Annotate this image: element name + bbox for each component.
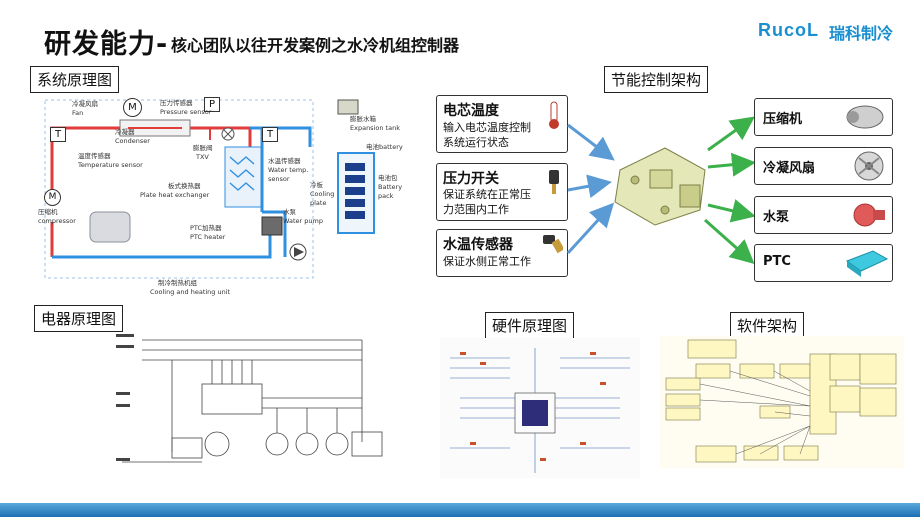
water-temp-symbol: T — [262, 127, 278, 142]
label-wts-en1: Water temp. — [268, 166, 309, 174]
output-compressor: 压缩机 — [754, 98, 893, 136]
output-label: 水泵 — [763, 210, 790, 225]
label-phe-en: Plate heat exchanger — [140, 191, 210, 199]
label-tank-cn: 膨胀水箱 — [350, 115, 376, 123]
control-desc: 保证水侧正常工作 — [443, 255, 531, 268]
label-fan-en: Fan — [72, 109, 84, 117]
output-ptc: PTC — [754, 244, 893, 282]
control-desc: 输入电芯温度控制 — [443, 121, 531, 134]
label-txv-en: TXV — [196, 153, 209, 161]
software-architecture-diagram — [660, 336, 904, 468]
section-label-electrical: 电器原理图 — [34, 305, 124, 332]
output-label: PTC — [763, 254, 791, 269]
label-phe-cn: 板式换热器 — [168, 182, 201, 190]
label-plate-en2: plate — [310, 199, 327, 207]
compressor-icon — [846, 105, 884, 129]
label-battery-en1: Battery — [378, 183, 403, 191]
label-temp-en: Temperature sensor — [78, 161, 143, 169]
output-label: 冷凝风扇 — [763, 161, 816, 176]
control-desc: 力范围内工作 — [443, 203, 509, 216]
label-condenser-cn: 冷凝器 — [115, 128, 135, 136]
label-pump-cn: 水泵 — [283, 208, 296, 216]
label-battery-cn: 电池包 — [378, 174, 398, 182]
label-wts-en2: sensor — [268, 175, 290, 183]
label-compressor-cn: 压缩机 — [38, 208, 58, 216]
label-unit-en: Cooling and heating unit — [150, 288, 231, 296]
page-title: 研发能力- — [44, 29, 169, 60]
temp-symbol: T — [50, 127, 66, 142]
control-input-water-temp: 水温传感器 保证水侧正常工作 — [436, 229, 568, 277]
output-water-pump: 水泵 — [754, 196, 893, 234]
control-desc: 系统运行状态 — [443, 136, 509, 149]
label-compressor-en: compressor — [38, 217, 76, 225]
control-title: 电芯温度 — [443, 103, 499, 119]
control-input-cell-temp: 电芯温度 输入电芯温度控制 系统运行状态 — [436, 95, 568, 153]
footer-bar — [0, 503, 920, 517]
control-flow-arrows — [566, 116, 756, 264]
label-condenser-en: Condenser — [115, 137, 150, 145]
ptc-heater-icon — [845, 250, 889, 277]
control-title: 压力开关 — [443, 171, 499, 187]
brand-logo-cn: 瑞科制冷 — [829, 24, 894, 43]
hardware-schematic — [440, 338, 640, 478]
system-diagram — [44, 99, 314, 279]
label-tank-en: Expansion tank — [350, 124, 400, 132]
thermometer-icon — [549, 101, 559, 129]
label-pump-en: Water pump — [283, 217, 323, 225]
controller-unit-image — [614, 147, 706, 226]
label-txv-cn: 膨胀阀 — [193, 144, 213, 152]
label-temp-cn: 温度传感器 — [78, 152, 111, 160]
water-sensor-icon — [543, 235, 563, 254]
label-battery-en2: pack — [378, 192, 394, 200]
label-ptc-en: PTC heater — [190, 233, 226, 241]
section-label-energy: 节能控制架构 — [604, 66, 709, 93]
compressor-motor-symbol: M — [44, 189, 61, 206]
pressure-switch-icon — [549, 170, 559, 194]
control-desc: 保证系统在正常压 — [443, 188, 531, 201]
label-pressure-cn: 压力传感器 — [160, 99, 193, 107]
label-pressure-en: Pressure sensor — [160, 108, 212, 116]
fan-motor-symbol: M — [123, 98, 142, 117]
control-title: 水温传感器 — [443, 237, 513, 253]
control-input-pressure: 压力开关 保证系统在正常压 力范围内工作 — [436, 163, 568, 221]
pump-icon — [853, 203, 885, 227]
label-battery-en3: 电池battery — [366, 143, 403, 151]
label-wts-cn: 水温传感器 — [268, 157, 301, 165]
pressure-symbol: P — [204, 97, 220, 112]
label-plate-en1: Cooling — [310, 190, 335, 198]
label-ptc-cn: PTC加热器 — [190, 224, 222, 232]
label-fan-cn: 冷凝风扇 — [72, 100, 98, 108]
electrical-schematic — [116, 334, 383, 463]
section-label-hardware: 硬件原理图 — [485, 312, 575, 339]
output-label: 压缩机 — [763, 112, 803, 127]
battery-pack-graphic — [337, 99, 375, 234]
section-label-software: 软件架构 — [730, 312, 805, 339]
brand-logo: RucoL — [758, 20, 819, 40]
page-subtitle: 核心团队以往开发案例之水冷机组控制器 — [171, 36, 460, 55]
output-condenser-fan: 冷凝风扇 — [754, 147, 893, 185]
fan-icon — [854, 151, 884, 181]
label-plate-cn: 冷板 — [310, 181, 323, 189]
section-label-system: 系统原理图 — [30, 66, 120, 93]
label-unit-cn: 制冷制热机组 — [158, 279, 197, 287]
